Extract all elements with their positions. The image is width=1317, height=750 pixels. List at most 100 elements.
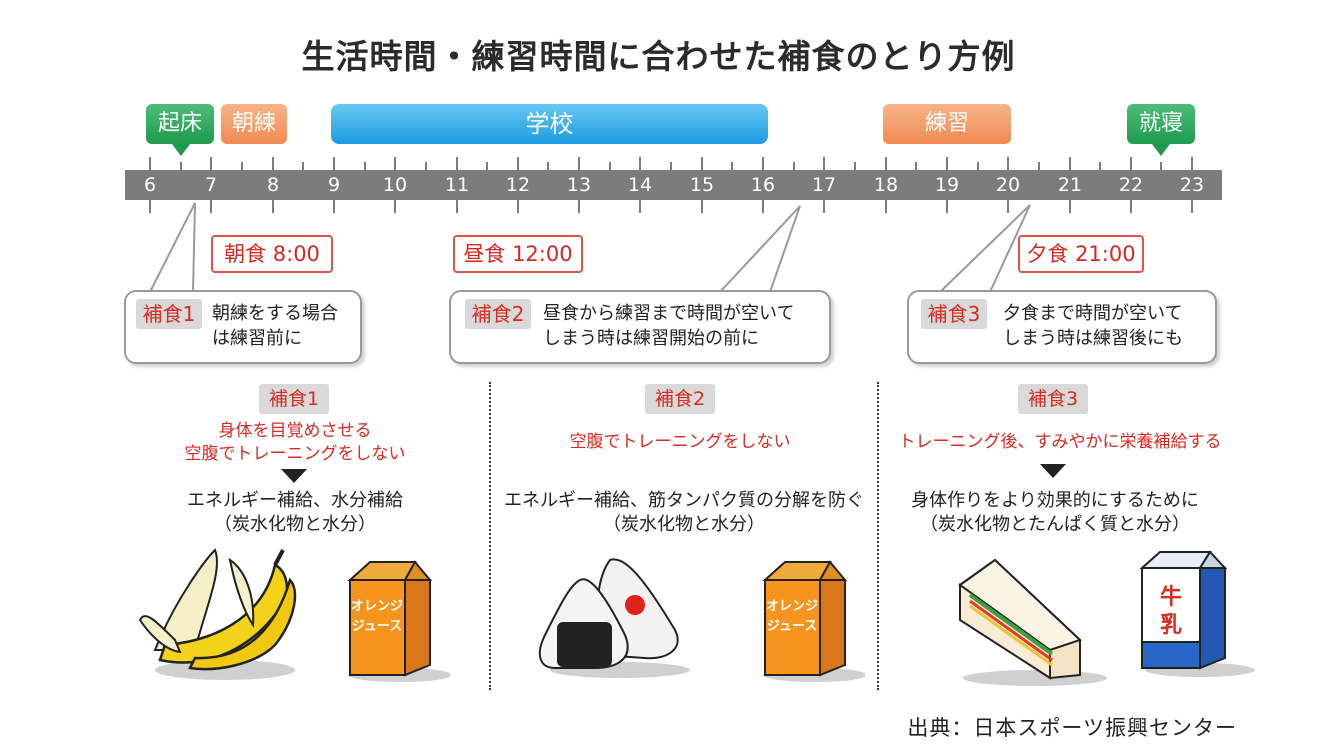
bed-tag: 就寝 xyxy=(1127,104,1195,144)
morning-practice-tag: 朝練 xyxy=(221,104,287,144)
school-tag: 学校 xyxy=(331,104,768,144)
hour-tick-top-13 xyxy=(578,157,580,170)
column-1-arrow-icon xyxy=(281,469,307,483)
hour-tick-bottom-9 xyxy=(333,200,335,213)
column-3-text-2: （炭水化物とたんぱく質と水分） xyxy=(920,514,1190,535)
hour-label-13: 13 xyxy=(566,174,592,196)
juice-label-4: ジュース xyxy=(767,619,817,634)
hour-label-10: 10 xyxy=(382,174,408,196)
orange-juice-icon-1: オレンジ ジュース xyxy=(347,560,450,682)
lunch-label: 昼食 12:00 xyxy=(453,235,583,273)
dinner-label: 夕食 21:00 xyxy=(1018,235,1144,273)
hour-tick-top-11 xyxy=(456,157,458,170)
orange-juice-icon-2: オレンジ ジュース xyxy=(762,560,865,682)
half-hour-tick xyxy=(241,162,243,170)
hour-label-12: 12 xyxy=(505,174,531,196)
bed-pointer xyxy=(1152,144,1170,156)
practice-tag: 練習 xyxy=(883,104,1011,144)
hour-tick-top-22 xyxy=(1130,157,1132,170)
column-3-red-1: トレーニング後、すみやかに栄養補給する xyxy=(898,432,1222,452)
half-hour-tick xyxy=(425,162,427,170)
milk-label-1: 牛 xyxy=(1160,584,1182,610)
hour-tick-bottom-18 xyxy=(885,200,887,213)
hour-label-18: 18 xyxy=(873,174,899,196)
hour-tick-bottom-12 xyxy=(517,200,519,213)
hour-tick-top-6 xyxy=(149,157,151,170)
hour-tick-bottom-16 xyxy=(762,200,764,213)
hour-tick-bottom-14 xyxy=(639,200,641,213)
half-hour-tick xyxy=(1099,162,1101,170)
juice-label-1: オレンジ xyxy=(351,599,403,614)
hour-tick-top-8 xyxy=(272,157,274,170)
hour-tick-bottom-23 xyxy=(1191,200,1193,213)
callout-1-badge: 補食1 xyxy=(136,299,202,329)
hour-label-16: 16 xyxy=(750,174,776,196)
callout-3-badge: 補食3 xyxy=(921,299,987,329)
juice-label-3: オレンジ xyxy=(766,599,818,614)
hour-label-17: 17 xyxy=(811,174,837,196)
source-credit: 出典：日本スポーツ振興センター xyxy=(907,716,1237,740)
column-1-red-1: 身体を目覚めさせる xyxy=(218,421,372,441)
hour-tick-bottom-6 xyxy=(149,200,151,213)
half-hour-tick xyxy=(977,162,979,170)
juice-label-2: ジュース xyxy=(352,619,402,634)
callout-1-text-2: は練習前に xyxy=(212,328,302,349)
hour-tick-top-9 xyxy=(333,157,335,170)
half-hour-tick xyxy=(364,162,366,170)
column-2-text-1: エネルギー補給、筋タンパク質の分解を防ぐ xyxy=(504,490,864,511)
hour-label-22: 22 xyxy=(1118,174,1144,196)
column-divider-2 xyxy=(877,382,879,690)
hour-tick-top-18 xyxy=(885,157,887,170)
half-hour-tick xyxy=(180,162,182,170)
hour-tick-top-10 xyxy=(394,157,396,170)
hour-tick-bottom-10 xyxy=(394,200,396,213)
half-hour-tick xyxy=(731,162,733,170)
hour-label-14: 14 xyxy=(627,174,653,196)
callout-2-badge: 補食2 xyxy=(465,299,531,329)
column-3-text-1: 身体作りをより効果的にするために xyxy=(911,490,1199,511)
milk-label-2: 乳 xyxy=(1160,612,1182,638)
hour-label-6: 6 xyxy=(143,174,157,196)
hour-tick-bottom-13 xyxy=(578,200,580,213)
hour-tick-top-23 xyxy=(1191,157,1193,170)
timeline-bar xyxy=(125,170,1222,200)
callout-2-text-1: 昼食から練習まで時間が空いて xyxy=(543,303,795,324)
hour-label-8: 8 xyxy=(266,174,280,196)
hour-tick-top-12 xyxy=(517,157,519,170)
column-3-arrow-icon xyxy=(1040,464,1066,478)
wake-pointer xyxy=(172,144,190,156)
half-hour-tick xyxy=(547,162,549,170)
callout-2: 補食2 昼食から練習まで時間が空いて しまう時は練習開始の前に xyxy=(449,290,831,364)
half-hour-tick xyxy=(486,162,488,170)
hour-tick-top-17 xyxy=(823,157,825,170)
hour-label-21: 21 xyxy=(1057,174,1083,196)
onigiri-icon xyxy=(538,558,690,678)
column-divider-1 xyxy=(489,382,491,690)
hour-label-11: 11 xyxy=(444,174,470,196)
column-1-red-2: 空腹でトレーニングをしない xyxy=(184,444,406,464)
callout-3-text-2: しまう時は練習後にも xyxy=(1003,328,1183,349)
page-title: 生活時間・練習時間に合わせた補食のとり方例 xyxy=(301,37,1016,76)
hour-tick-top-15 xyxy=(701,157,703,170)
half-hour-tick xyxy=(609,162,611,170)
sandwich-icon xyxy=(958,558,1107,686)
column-1-badge: 補食1 xyxy=(259,384,329,414)
hour-label-23: 23 xyxy=(1179,174,1205,196)
hour-tick-bottom-17 xyxy=(823,200,825,213)
hour-tick-top-14 xyxy=(639,157,641,170)
column-2-red-1: 空腹でトレーニングをしない xyxy=(569,432,791,452)
hour-tick-top-16 xyxy=(762,157,764,170)
breakfast-label: 朝食 8:00 xyxy=(211,235,333,273)
column-1-text-1: エネルギー補給、水分補給 xyxy=(187,490,403,511)
hour-tick-bottom-19 xyxy=(946,200,948,213)
half-hour-tick xyxy=(793,162,795,170)
half-hour-tick xyxy=(1160,162,1162,170)
callout-2-text-2: しまう時は練習開始の前に xyxy=(543,328,759,349)
wake-tag: 起床 xyxy=(146,104,214,144)
hour-tick-bottom-8 xyxy=(272,200,274,213)
callout-3: 補食3 夕食まで時間が空いて しまう時は練習後にも xyxy=(907,290,1217,364)
column-2-badge: 補食2 xyxy=(645,384,715,414)
hour-label-19: 19 xyxy=(934,174,960,196)
hour-label-15: 15 xyxy=(689,174,715,196)
column-3-badge: 補食3 xyxy=(1018,384,1088,414)
